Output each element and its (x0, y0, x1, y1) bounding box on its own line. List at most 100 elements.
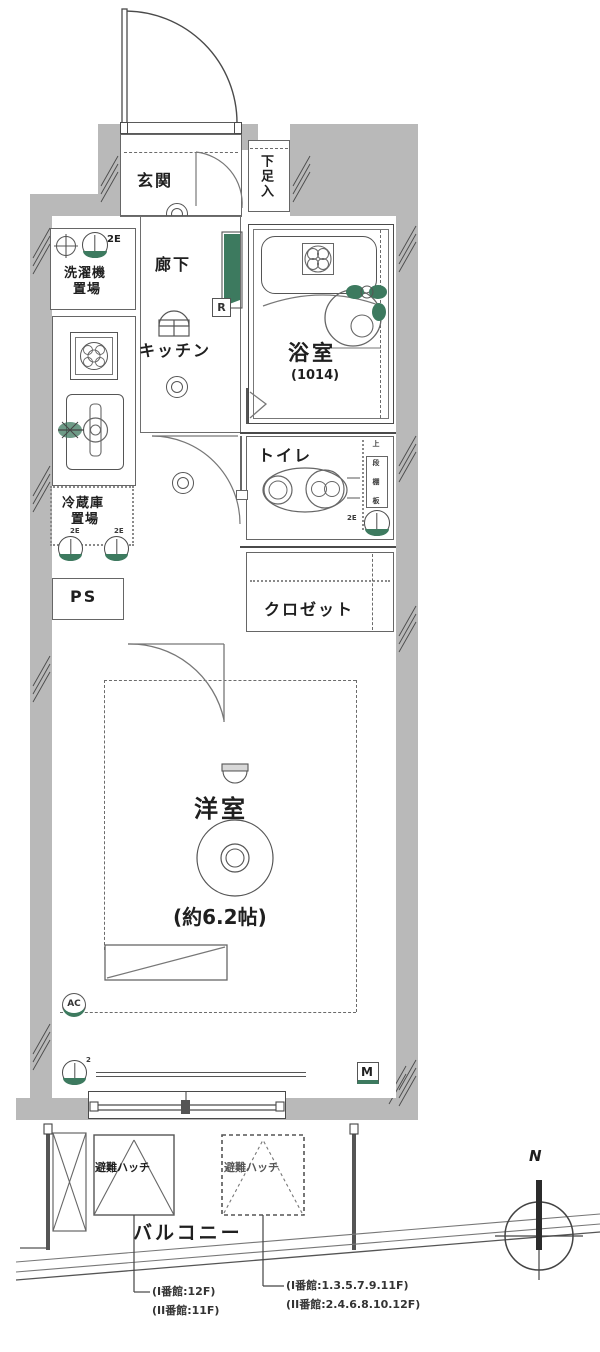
getabako-top-dash (250, 148, 288, 149)
footnote-right-line1: (I番館:1.3.5.7.9.11F) (286, 1279, 409, 1292)
balcony-rail-left (46, 1126, 50, 1250)
youshitsu-dash-left (104, 680, 105, 950)
getabako-box (248, 140, 290, 212)
shelf-label: 上 段 棚 板 (372, 440, 380, 506)
genkan-rouka-divider (120, 216, 242, 217)
bathroom-label: 浴室 (288, 341, 336, 365)
balcony-rail-right (352, 1126, 356, 1250)
closet-divider-dash (372, 554, 373, 630)
closet-hanger-rod (250, 580, 390, 582)
bathroom-size-code: (1014) (291, 368, 340, 383)
entrance-door-hinge-left (120, 122, 128, 134)
toilet-outlet (364, 510, 390, 536)
youshitsu-dash-bottom (60, 1012, 356, 1013)
rouka-label: 廊下 (155, 255, 192, 274)
fridge-outlet-right (104, 536, 129, 562)
kitchen-door-knob (172, 472, 194, 494)
youshitsu-outlet-bottom-left (62, 1060, 87, 1086)
wall-left-upper (30, 210, 52, 1120)
balcony-label: バルコニー (133, 1222, 243, 1244)
kitchen-rouka-divider (140, 432, 240, 433)
meter-marker-m-text: M (361, 1065, 373, 1079)
fridge-label-line2: 置場 (71, 512, 100, 527)
refrigerator-marker-r-text: R (217, 301, 226, 314)
rouka-wall-left (140, 216, 141, 432)
evacuation-hatch-solid-label: 避難ハッチ (95, 1161, 150, 1174)
footnote-right-line2: (II番館:2.4.6.8.10.12F) (286, 1298, 421, 1311)
entrance-door-hinge-right (234, 122, 242, 134)
kitchen-label: キッチン (139, 341, 212, 360)
wall-top-left (98, 124, 120, 216)
youshitsu-rail-line (96, 1072, 306, 1077)
closet-label: クロゼット (264, 600, 355, 619)
evacuation-hatch-dashed-label: 避難ハッチ (224, 1161, 279, 1174)
getabako-label: 下足入 (258, 154, 273, 199)
wall-top-left-h (30, 194, 120, 216)
footnote-left-line2: (II番館:11F) (152, 1304, 220, 1317)
toilet-closet-divider (240, 546, 396, 548)
meter-marker-m (357, 1062, 379, 1084)
kitchen-burner-ring (80, 342, 108, 370)
ac-outlet-text: AC (67, 998, 81, 1009)
footnote-left-line1: (I番館:12F) (152, 1285, 216, 1298)
toilet-left-jamb (240, 436, 242, 492)
footnote-left: (I番館:12F) (II番館:11F) (152, 1283, 219, 1318)
footnote-right: (I番館:1.3.5.7.9.11F) (II番館:2.4.6.8.10.12F… (286, 1277, 420, 1312)
ac-outlet-marker: AC (62, 993, 86, 1017)
refrigerator-marker-r: R (212, 298, 231, 317)
bathroom-door-jamb (246, 388, 248, 424)
kitchen-ceiling-light (166, 376, 188, 398)
rouka-wall-right (240, 216, 241, 432)
fridge-outlet-2e-label-right: 2E (114, 527, 124, 535)
fridge-space-box (50, 486, 134, 546)
youshitsu-label: 洋室 (194, 795, 248, 823)
genkan-label: 玄関 (137, 171, 174, 190)
ps-box (52, 578, 124, 620)
rouka-area (140, 216, 240, 432)
toilet-shelf-dotted-guide (362, 440, 364, 530)
youshitsu-dash-right (356, 680, 357, 1012)
washer-outlet-2e-label: 2E (107, 234, 121, 245)
genkan-step-line (124, 152, 238, 153)
kitchen-ceiling-light-inner (171, 381, 183, 393)
genkan-room (120, 134, 242, 216)
closet-room (246, 552, 394, 632)
wall-right-upper (396, 210, 418, 1120)
washer-label-line2: 置場 (73, 282, 102, 297)
ps-label: PS (70, 587, 98, 606)
fridge-label-line1: 冷蔵庫 (62, 496, 105, 511)
compass-north-label: N (529, 1147, 542, 1165)
shelf-box (366, 456, 388, 508)
fridge-outlet-left (58, 536, 83, 562)
toilet-label: トイレ (258, 446, 313, 465)
fridge-outlet-2e-label-left: 2E (70, 527, 80, 535)
bathroom-vent-fan (302, 243, 334, 275)
washer-label-line1: 洗濯機 (64, 266, 107, 281)
youshitsu-area: (約6.2帖) (173, 905, 267, 929)
washer-outlet-2e (82, 232, 108, 258)
youshitsu-dash-top (104, 680, 356, 681)
